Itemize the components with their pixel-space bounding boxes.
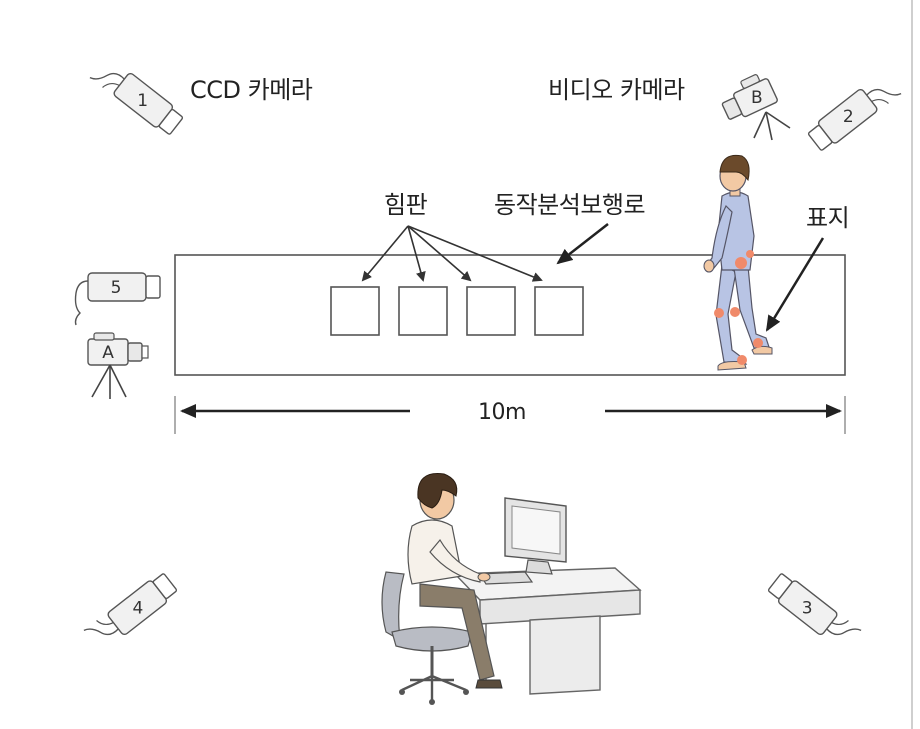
force-plate [467,287,515,335]
camera-number-5: 5 [111,278,122,298]
marker-arrow [767,238,823,330]
video-camera-label: 비디오 카메라 [548,70,685,105]
camera-number-2: 2 [843,107,854,127]
ccd-camera-5: 5 [76,273,161,325]
video-camera-b: B [717,71,778,124]
camera-number-1: 1 [137,91,148,111]
camera-letter-b: B [751,88,763,108]
pointer-arrow [363,226,408,280]
walking-subject [704,155,772,370]
force-plate-pointers [363,226,541,280]
ccd-camera-2: 2 [806,71,901,154]
pointer-arrow [408,226,541,280]
walkway-label: 동작분석보행로 [494,185,645,220]
pointer-arrow [408,226,423,280]
operator-workstation [382,474,640,706]
camera-number-3: 3 [802,598,813,618]
video-camera-b-tripod [754,112,790,140]
body-marker [735,257,747,269]
force-plate [535,287,583,335]
pointer-arrow [408,226,470,280]
ccd-camera-label: CCD 카메라 [190,70,312,105]
body-marker [746,250,754,258]
ccd-camera-1: 1 [90,55,185,138]
body-marker [753,338,763,348]
body-marker [730,307,740,317]
force-plate-label: 힘판 [384,185,427,220]
marker-label: 표지 [806,198,849,233]
video-camera-a: A [88,333,148,399]
ccd-camera-4: 4 [84,570,179,653]
body-marker [737,355,747,365]
force-plates [331,287,583,335]
camera-number-4: 4 [132,598,143,618]
force-plate [331,287,379,335]
walkway-arrow [558,224,608,263]
camera-letter-a: A [102,343,114,363]
force-plate [399,287,447,335]
ccd-camera-3: 3 [766,570,861,653]
distance-label: 10m [478,400,526,425]
body-marker [714,308,724,318]
